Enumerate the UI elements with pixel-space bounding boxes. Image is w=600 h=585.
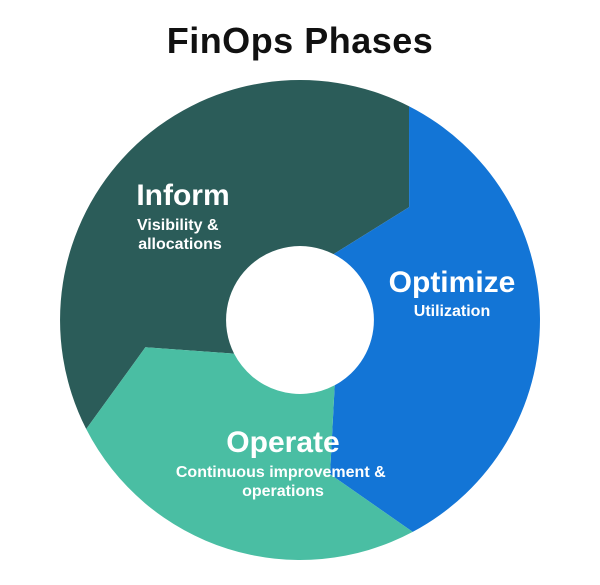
segment-optimize-label: Optimize <box>389 266 516 299</box>
segment-operate-shape <box>86 347 413 560</box>
segment-inform-label: Inform <box>136 179 229 212</box>
segment-inform-subtitle: Visibility & allocations <box>137 217 223 253</box>
segment-operate-label: Operate <box>226 426 339 459</box>
segment-optimize-subtitle: Utilization <box>414 303 490 320</box>
segment-operate-subtitle: Continuous improvement & operations <box>176 464 390 500</box>
segment-optimize-shape <box>330 106 540 532</box>
page-title: FinOps Phases <box>166 20 434 61</box>
segment-inform-shape <box>60 80 410 429</box>
